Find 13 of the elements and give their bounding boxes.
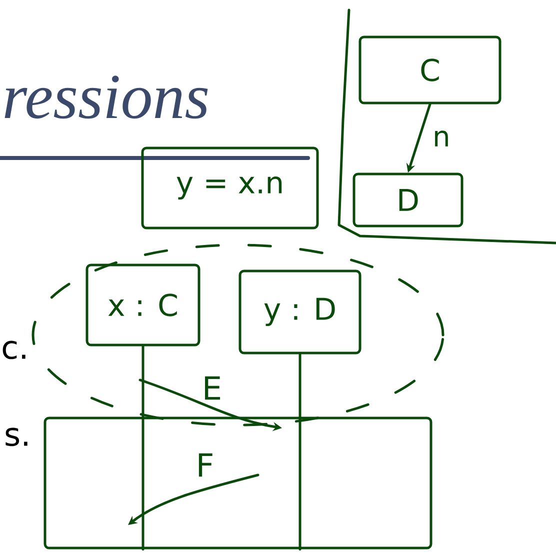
vertical-line bbox=[142, 345, 144, 550]
sketch-box: D bbox=[352, 172, 464, 228]
text-label: F bbox=[198, 453, 212, 477]
slide-title: ressions bbox=[4, 76, 208, 119]
sketch-box: y : D bbox=[238, 270, 362, 354]
text-label: E bbox=[205, 376, 220, 400]
vertical-line bbox=[298, 353, 302, 550]
text-label: c. bbox=[2, 340, 26, 360]
sketch-box: x : C bbox=[86, 264, 200, 346]
edge-label: n bbox=[435, 130, 448, 146]
sketch-box: C bbox=[358, 36, 502, 104]
sketch-box bbox=[44, 416, 432, 550]
sketch-box: y = x.n bbox=[141, 146, 319, 230]
